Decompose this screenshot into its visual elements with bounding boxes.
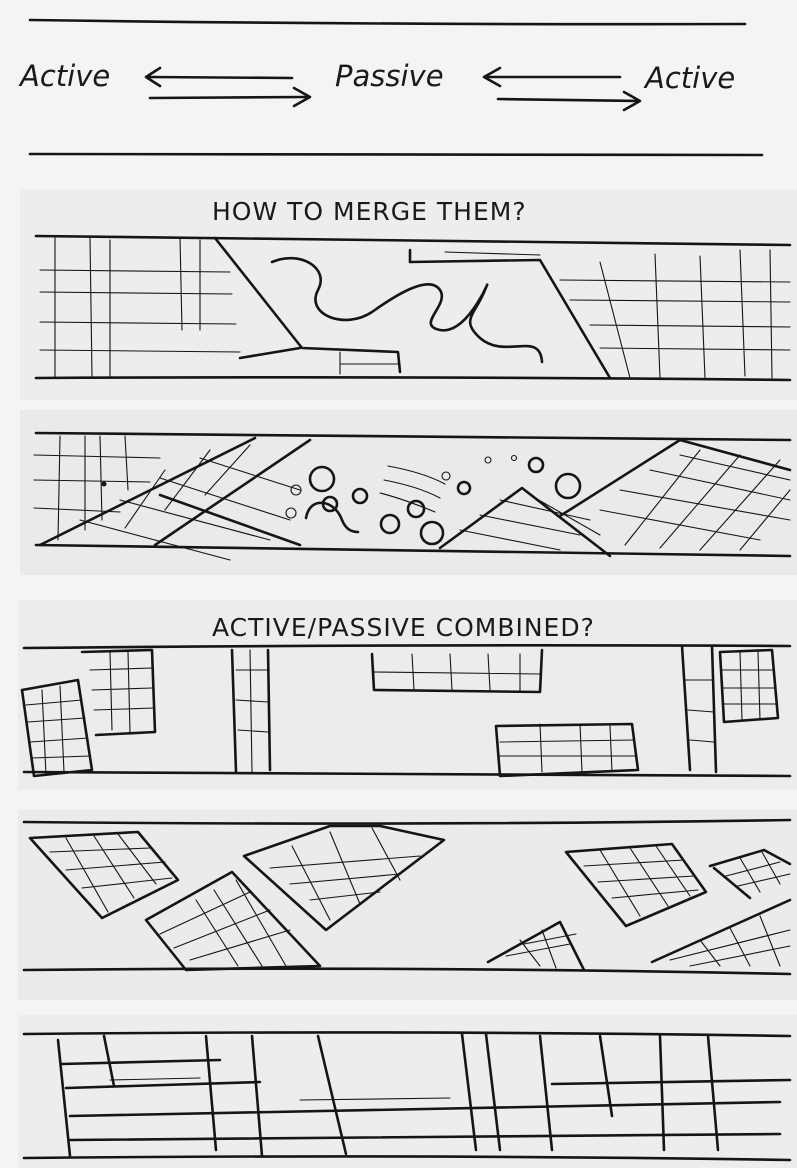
active-right-label: Active xyxy=(643,61,735,95)
passive-label: Passive xyxy=(335,59,444,93)
combined-question: ACTIVE/PASSIVE COMBINED? xyxy=(212,613,595,642)
active-left-label: Active xyxy=(18,59,110,93)
merge-question: HOW TO MERGE THEM? xyxy=(212,197,527,226)
